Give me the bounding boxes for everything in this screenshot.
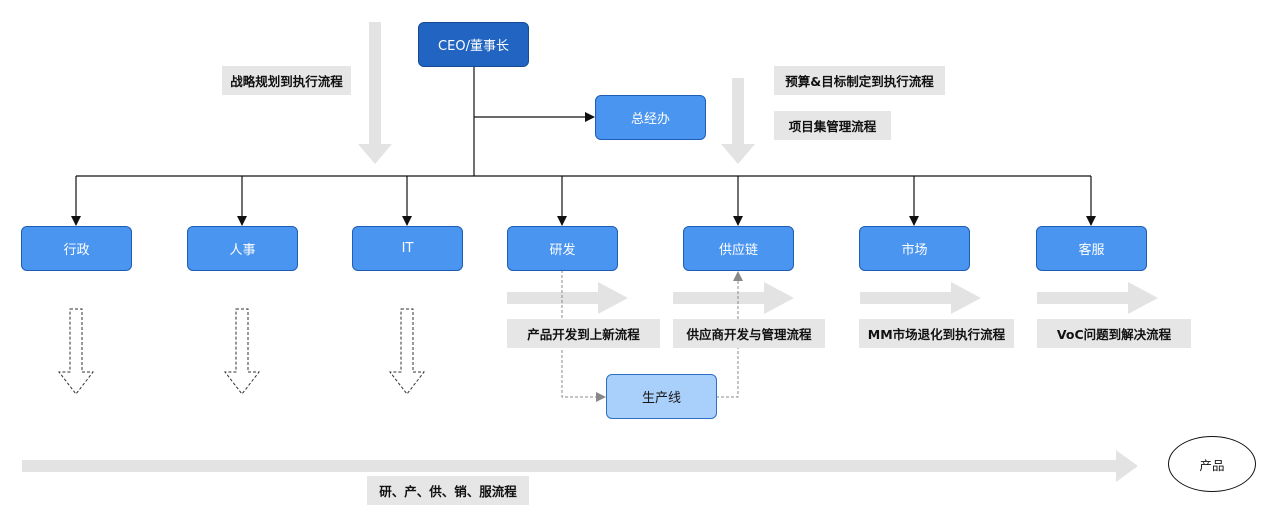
rd-node: 研发 — [507, 226, 618, 271]
voc-process-label: VoC问题到解决流程 — [1037, 319, 1191, 348]
value-chain-process-label: 研、产、供、销、服流程 — [367, 476, 529, 505]
hr-node: 人事 — [187, 226, 298, 271]
market-node: 市场 — [859, 226, 970, 271]
value-chain-flow-arrow — [22, 450, 1138, 482]
office-node: 总经办 — [595, 95, 706, 140]
mm-process-label: MM市场退化到执行流程 — [859, 319, 1014, 348]
production-line-node: 生产线 — [606, 374, 717, 419]
rd-to-production-connector — [561, 270, 606, 402]
supply-flow-arrow — [673, 282, 794, 314]
service-node: 客服 — [1036, 226, 1147, 271]
budget-flow-arrow — [721, 78, 755, 164]
it-node: IT — [352, 226, 463, 271]
ceo-node: CEO/董事长 — [418, 22, 529, 67]
product-node: 产品 — [1168, 436, 1256, 492]
market-flow-arrow — [860, 282, 981, 314]
strategy-flow-arrow — [358, 22, 392, 164]
strategy-process-label: 战略规划到执行流程 — [222, 66, 351, 95]
hr-dashed-arrow — [223, 308, 261, 395]
project-process-label: 项目集管理流程 — [774, 111, 891, 140]
budget-process-label: 预算&目标制定到执行流程 — [774, 66, 945, 95]
rd-flow-arrow — [507, 282, 628, 314]
production-to-supply-connector — [716, 271, 743, 398]
admin-node: 行政 — [21, 226, 132, 271]
supply-chain-node: 供应链 — [683, 226, 794, 271]
it-dashed-arrow — [388, 308, 426, 395]
admin-dashed-arrow — [57, 308, 95, 395]
ipd-process-label: 产品开发到上新流程 — [507, 319, 660, 348]
service-flow-arrow — [1037, 282, 1158, 314]
supplier-process-label: 供应商开发与管理流程 — [673, 319, 825, 348]
